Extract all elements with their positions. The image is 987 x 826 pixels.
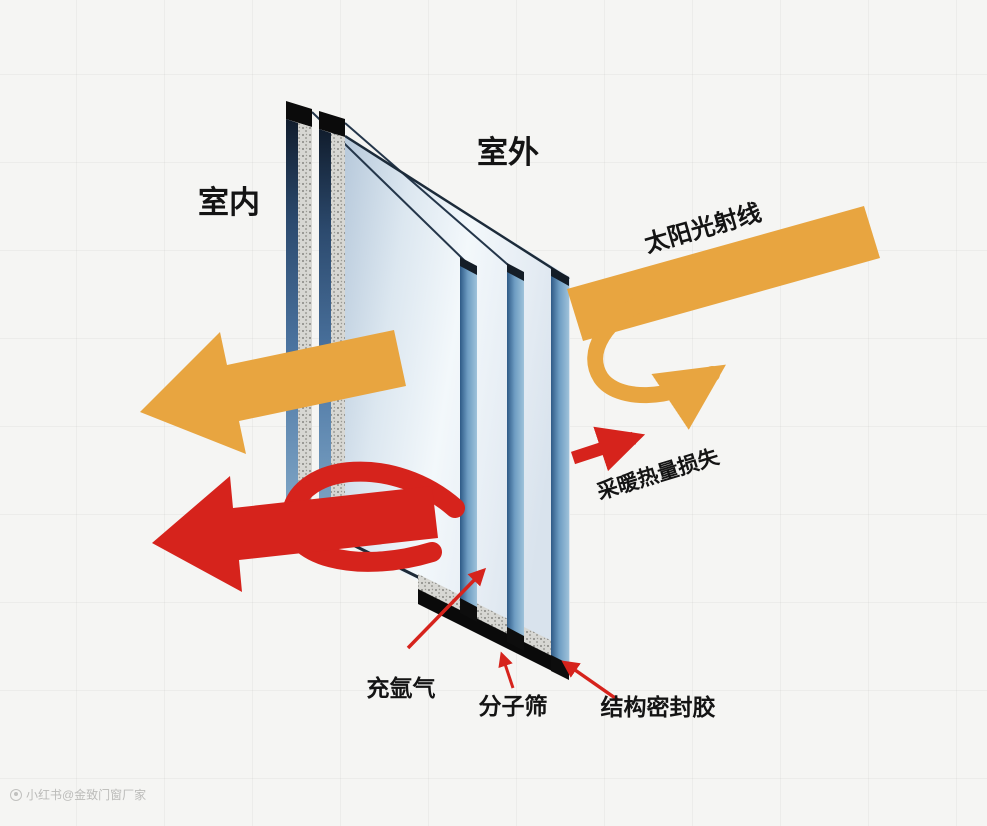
pane-right-edge-2-top-cap	[507, 263, 524, 281]
pane-right-edge-2-bottom-cap	[507, 627, 524, 651]
pane-right-edge-3-top-cap	[551, 267, 569, 286]
label-outdoor: 室外	[477, 135, 539, 170]
face-top-edge-line-2	[344, 122, 515, 271]
pane-right-edge-2	[507, 268, 524, 640]
label-molecular-sieve: 分子筛	[479, 693, 548, 719]
pane-right-edge-1	[460, 262, 477, 612]
spacer-strip-2	[331, 133, 345, 541]
pane-cap-inner-1	[286, 101, 312, 127]
pane-edge-strip-2	[319, 129, 331, 537]
sealant-pointer-arrow	[561, 660, 620, 702]
solar-arrow-transmitted	[140, 330, 406, 454]
pane-cap-inner-2	[319, 111, 345, 137]
label-structural-sealant: 结构密封胶	[601, 694, 716, 720]
solar-arrow-reflected	[587, 292, 726, 430]
label-indoor: 室内	[198, 185, 260, 220]
sieve-pointer-arrow	[498, 651, 515, 689]
label-heat-loss: 采暖热量损失	[594, 444, 722, 504]
heat-loss-arrow-small	[570, 426, 646, 472]
label-argon: 充氩气	[367, 675, 436, 701]
heat-arrow-main	[152, 476, 438, 592]
watermark-text: 小红书@金致门窗厂家	[26, 788, 147, 802]
face-top-edge-line-3	[344, 134, 570, 281]
pane-right-edge-3	[551, 272, 569, 668]
argon-pointer-arrow	[406, 567, 487, 650]
watermark: 小红书@金致门窗厂家	[10, 786, 146, 803]
bottom-frame-black	[418, 589, 552, 671]
pane-right-edge-1-bottom-cap	[460, 598, 477, 622]
pane-right-edge-1-top-cap	[460, 257, 477, 275]
glass-face	[345, 137, 570, 666]
pane-edge-strip-1	[286, 119, 298, 527]
watermark-logo-icon	[10, 788, 22, 801]
spacer-strip-1	[298, 123, 312, 531]
